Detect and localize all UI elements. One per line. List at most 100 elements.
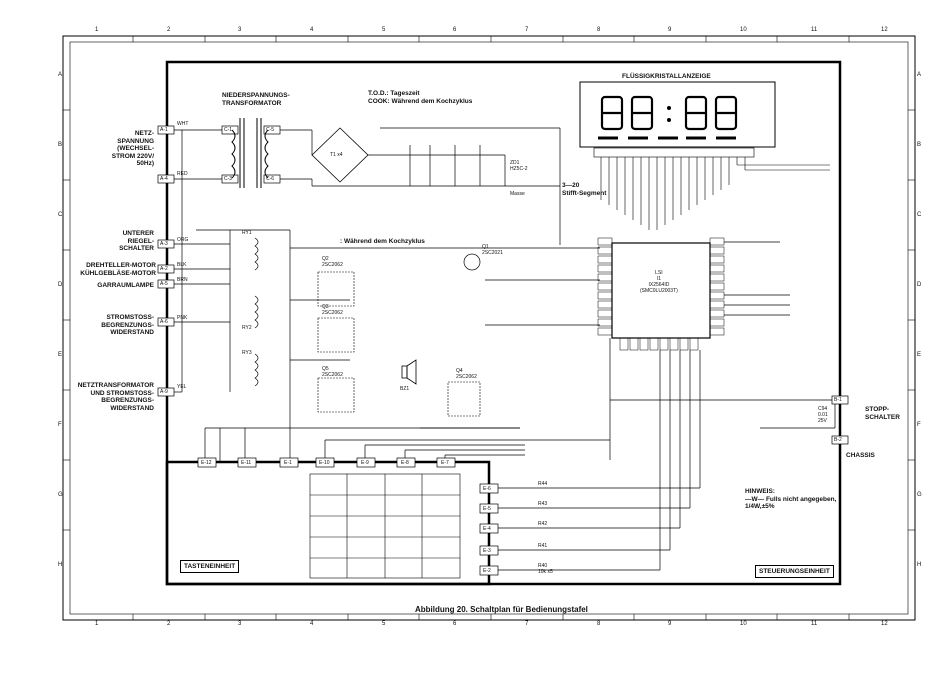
label-ry2: RY2 xyxy=(242,325,252,331)
grid-row-h-right: H xyxy=(917,562,922,568)
label-r43: R43 xyxy=(538,501,548,507)
grid-col-12-bottom: 12 xyxy=(881,621,888,627)
wire-brn: BRN xyxy=(177,277,188,283)
lcd-digits xyxy=(600,95,738,131)
grid-col-9: 9 xyxy=(668,27,672,33)
label-q5: Q5 2SC2062 xyxy=(322,366,343,378)
connector-c6: C-6 xyxy=(266,176,275,182)
connector-e10: E-10 xyxy=(319,460,330,466)
grid-row-b: B xyxy=(58,142,63,148)
grid-col-3-bottom: 3 xyxy=(238,621,242,627)
wire-pnk: PNK xyxy=(177,315,188,321)
label-netztransformator: NETZTRANSFORMATOR UND STROMSTOSS- BEGREN… xyxy=(77,382,154,412)
connector-a9: A-9 xyxy=(160,389,168,395)
grid-row-g: G xyxy=(58,492,63,498)
grid-row-f: F xyxy=(58,422,62,428)
label-netzspannung: NETZ- SPANNUNG (WECHSEL- STROM 220V/ 50H… xyxy=(111,130,154,167)
grid-row-d: D xyxy=(58,282,63,288)
label-r41: R41 xyxy=(538,543,548,549)
label-r42: R42 xyxy=(538,521,548,527)
grid-row-h: H xyxy=(58,562,63,568)
control-unit-frame xyxy=(165,60,842,586)
grid-col-3: 3 xyxy=(238,27,242,33)
label-garraumlampe: GARRAUMLAMPE xyxy=(97,282,154,289)
connector-e4: E-4 xyxy=(483,526,491,532)
label-q4: Q4 2SC2062 xyxy=(456,368,477,380)
lcd-display-box xyxy=(579,81,776,148)
connector-a4: A-4 xyxy=(160,176,168,182)
label-ry3: RY3 xyxy=(242,350,252,356)
label-stift-segment: 3—20 Stifft-Segment xyxy=(562,182,607,197)
label-r44: R44 xyxy=(538,481,548,487)
grid-row-c-right: C xyxy=(917,212,922,218)
label-bz1: BZ1 xyxy=(400,386,410,392)
grid-col-8: 8 xyxy=(597,27,601,33)
grid-col-8-bottom: 8 xyxy=(597,621,601,627)
grid-row-b-right: B xyxy=(917,142,922,148)
connector-a3: A-3 xyxy=(160,241,168,247)
grid-col-9-bottom: 9 xyxy=(668,621,672,627)
connector-c3: C-3 xyxy=(224,176,233,182)
connector-b1: B-1 xyxy=(834,397,842,403)
wire-yel: YEL xyxy=(177,384,187,390)
grid-row-d-right: D xyxy=(917,282,922,288)
outer-frame xyxy=(62,35,916,621)
grid-col-6-bottom: 6 xyxy=(453,621,457,627)
label-fluessigkristallanzeige: FLÜSSIGKRISTALLANZEIGE xyxy=(622,73,711,80)
connector-a5: A-5 xyxy=(160,281,168,287)
display-pin-header xyxy=(593,147,755,158)
label-q1: Q1 2SC2021 xyxy=(482,244,503,256)
buzzer-symbol xyxy=(401,359,417,385)
grid-col-7: 7 xyxy=(525,27,529,33)
grid-col-4: 4 xyxy=(310,27,314,33)
connector-e7: E-7 xyxy=(441,460,449,466)
connector-e11: E-11 xyxy=(241,460,252,466)
connector-e2: E-2 xyxy=(483,568,491,574)
inner-frame xyxy=(69,41,909,615)
label-tod: T.O.D.: Tageszeit COOK: Während dem Koch… xyxy=(368,90,473,105)
grid-row-e: E xyxy=(58,352,63,358)
label-hinweis: HINWEIS: —W— Fulls nicht angegeben, 1/4W… xyxy=(745,488,837,510)
grid-col-11-bottom: 11 xyxy=(811,621,818,627)
label-waehrend-kochzyklus: : Während dem Kochzyklus xyxy=(340,238,425,245)
label-drehteller-motor: DREHTELLER-MOTOR KÜHLGEBLÄSE-MOTOR xyxy=(80,262,156,277)
grid-row-g-right: G xyxy=(917,492,922,498)
connector-e8: E-8 xyxy=(401,460,409,466)
grid-col-7-bottom: 7 xyxy=(525,621,529,627)
label-stopp-schalter: STOPP- SCHALTER xyxy=(865,406,900,421)
grid-col-4-bottom: 4 xyxy=(310,621,314,627)
grid-col-12: 12 xyxy=(881,27,888,33)
grid-col-2-bottom: 2 xyxy=(167,621,171,627)
label-zd1: ZD1 HZ5C-2 xyxy=(510,160,528,172)
grid-row-c: C xyxy=(58,212,63,218)
grid-col-2: 2 xyxy=(167,27,171,33)
grid-row-e-right: E xyxy=(917,352,922,358)
grid-col-1-bottom: 1 xyxy=(95,621,99,627)
connector-e9: E-9 xyxy=(361,460,369,466)
label-tasteneinheit: TASTENEINHEIT xyxy=(180,560,240,573)
label-lsi: LSI I1 IX2564ID (SMC0LU2003T) xyxy=(640,270,678,294)
grid-col-11: 11 xyxy=(811,27,818,33)
wire-blk: BLK xyxy=(177,262,187,268)
connector-c1: C-1 xyxy=(224,127,233,133)
label-ry1: RY1 xyxy=(242,230,252,236)
wire-org: ORG xyxy=(177,237,189,243)
connector-e1: E-1 xyxy=(284,460,292,466)
connector-e12: E-12 xyxy=(201,460,212,466)
grid-row-f-right: F xyxy=(917,422,921,428)
label-niederspannungs-transformator: NIEDERSPANNUNGS- TRANSFORMATOR xyxy=(222,92,290,107)
transformer xyxy=(231,118,269,188)
figure-caption: Abbildung 20. Schaltplan für Bedienungst… xyxy=(415,605,588,614)
label-chassis: CHASSIS xyxy=(846,452,875,459)
label-masse: Masse xyxy=(510,191,525,197)
label-riegel-schalter: UNTERER RIEGEL- SCHALTER xyxy=(119,230,154,252)
connector-a1: A-1 xyxy=(160,127,168,133)
connector-a2: A-2 xyxy=(160,266,168,272)
wire-red: RED xyxy=(177,171,188,177)
label-stromstoss: STROMSTOSS- BEGRENZUNGS- WIDERSTAND xyxy=(101,314,154,336)
connector-e5: E-5 xyxy=(483,506,491,512)
label-t1: T1 x4 xyxy=(330,152,343,158)
connector-c5: C-5 xyxy=(266,127,275,133)
grid-col-1: 1 xyxy=(95,27,99,33)
